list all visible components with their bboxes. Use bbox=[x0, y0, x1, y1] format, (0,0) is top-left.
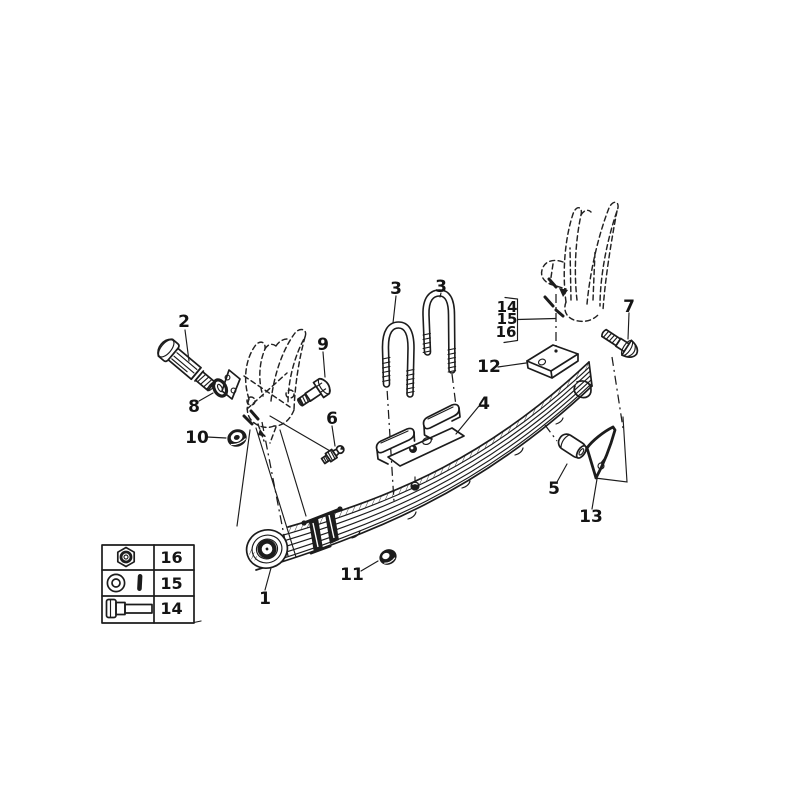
legend-number-16: 16 bbox=[160, 548, 182, 567]
callout-7: 7 bbox=[623, 297, 635, 317]
callout-13: 13 bbox=[579, 507, 603, 527]
rear-hex-bolt bbox=[600, 328, 639, 358]
bushing-cap bbox=[379, 549, 397, 565]
rear-frame-bracket-ghost bbox=[540, 201, 619, 323]
legend-number-15: 15 bbox=[160, 574, 182, 593]
callout-labels: 1 2 3 3 4 5 6 7 8 9 10 11 12 13 14 15 16 bbox=[178, 277, 635, 609]
hex-bolt-icon bbox=[105, 598, 153, 619]
callout-9: 9 bbox=[317, 335, 329, 355]
callout-4: 4 bbox=[478, 394, 490, 414]
callout-6: 6 bbox=[326, 409, 338, 429]
seat-center-bolt bbox=[409, 445, 417, 453]
callout-3-left: 3 bbox=[390, 279, 402, 299]
washer-icon bbox=[106, 573, 126, 593]
oring-washer bbox=[211, 378, 229, 398]
pin-icon bbox=[137, 573, 143, 591]
spring-clamp bbox=[301, 506, 343, 555]
callout-3-right: 3 bbox=[435, 277, 447, 297]
mounting-plate bbox=[526, 344, 579, 379]
front-hanger-solid-details bbox=[221, 369, 266, 437]
legend-table: 16 15 14 bbox=[101, 544, 202, 624]
callout-2: 2 bbox=[178, 312, 190, 332]
spring-center-bolt bbox=[410, 476, 420, 491]
legend-number-14: 14 bbox=[160, 599, 182, 618]
callout-10: 10 bbox=[185, 428, 209, 448]
shim-plate bbox=[585, 416, 628, 483]
u-bolt-right bbox=[422, 289, 457, 374]
callout-leaders bbox=[184, 292, 630, 591]
leaf-spring bbox=[245, 361, 593, 571]
front-hex-bolt bbox=[297, 377, 331, 407]
assembly-lines bbox=[236, 415, 338, 558]
callout-16: 16 bbox=[496, 323, 517, 341]
callout-8: 8 bbox=[188, 397, 200, 417]
u-bolt-left bbox=[381, 321, 415, 398]
hex-nut-icon bbox=[116, 546, 136, 568]
rear-bracket-solid-details bbox=[543, 277, 568, 318]
callout-15: 15 bbox=[497, 310, 518, 328]
callout-1: 1 bbox=[259, 589, 271, 609]
spring-seat-plate bbox=[375, 403, 465, 467]
shackle-pin bbox=[157, 338, 216, 392]
lock-nut bbox=[227, 429, 247, 447]
callout-12: 12 bbox=[477, 357, 501, 377]
spacer-sleeve bbox=[557, 433, 587, 459]
spring-eye bbox=[245, 529, 289, 569]
callout-11: 11 bbox=[340, 565, 364, 585]
front-hanger-ghost bbox=[221, 328, 307, 444]
grease-fitting bbox=[320, 445, 345, 465]
callout-5: 5 bbox=[548, 479, 560, 499]
callout-14: 14 bbox=[497, 298, 518, 316]
